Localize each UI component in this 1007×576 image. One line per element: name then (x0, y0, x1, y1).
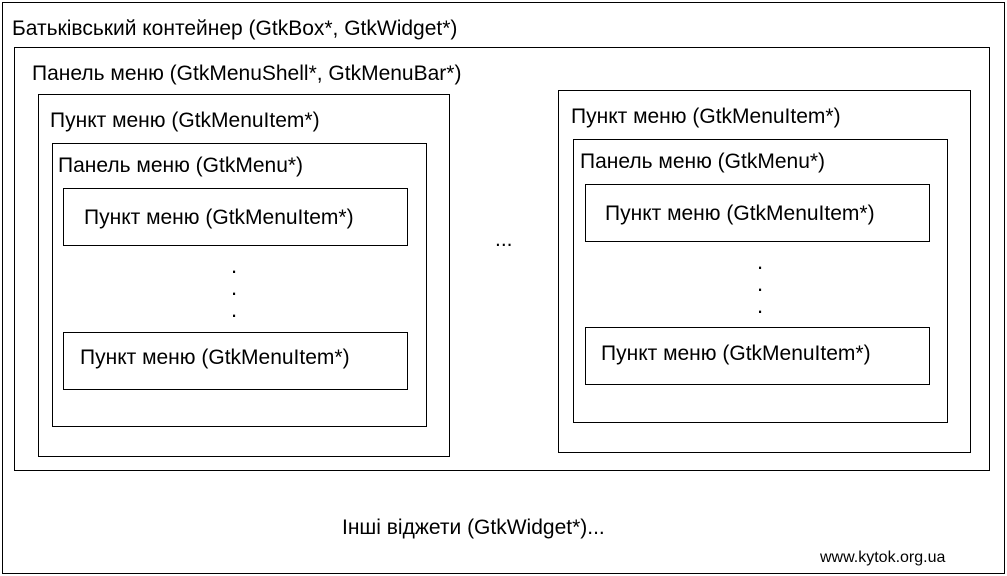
left-submenu-box (52, 143, 427, 427)
parent-container-label: Батьківський контейнер (GtkBox*, GtkWidg… (12, 17, 458, 40)
right-submenu-label: Панель меню (GtkMenu*) (580, 150, 826, 173)
left-submenu-label: Панель меню (GtkMenu*) (58, 154, 304, 177)
right-submenu-item-first (585, 184, 930, 242)
menu-bar-box (14, 47, 990, 471)
right-vertical-dots: . . . (756, 249, 764, 318)
left-submenu-item-last-label: Пункт меню (GtkMenuItem*) (80, 346, 350, 369)
other-widgets-label: Інші віджети (GtkWidget*)... (342, 516, 605, 539)
right-submenu-item-last-label: Пункт меню (GtkMenuItem*) (601, 342, 871, 365)
left-vertical-dots: . . . (230, 253, 238, 322)
right-submenu-box (573, 139, 948, 423)
left-menu-item-label: Пункт меню (GtkMenuItem*) (50, 109, 320, 132)
left-submenu-item-last (63, 332, 408, 390)
watermark: www.kytok.org.ua (820, 549, 946, 566)
right-menu-item-label: Пункт меню (GtkMenuItem*) (571, 105, 841, 128)
right-submenu-item-first-label: Пункт меню (GtkMenuItem*) (605, 202, 875, 225)
menu-bar-label: Панель меню (GtkMenuShell*, GtkMenuBar*) (32, 62, 462, 85)
left-menu-item-box (38, 94, 450, 457)
left-submenu-item-first (63, 188, 408, 246)
left-submenu-item-first-label: Пункт меню (GtkMenuItem*) (84, 206, 354, 229)
right-submenu-item-last (585, 327, 930, 385)
right-menu-item-box (558, 90, 971, 453)
between-ellipsis: ... (495, 228, 513, 251)
